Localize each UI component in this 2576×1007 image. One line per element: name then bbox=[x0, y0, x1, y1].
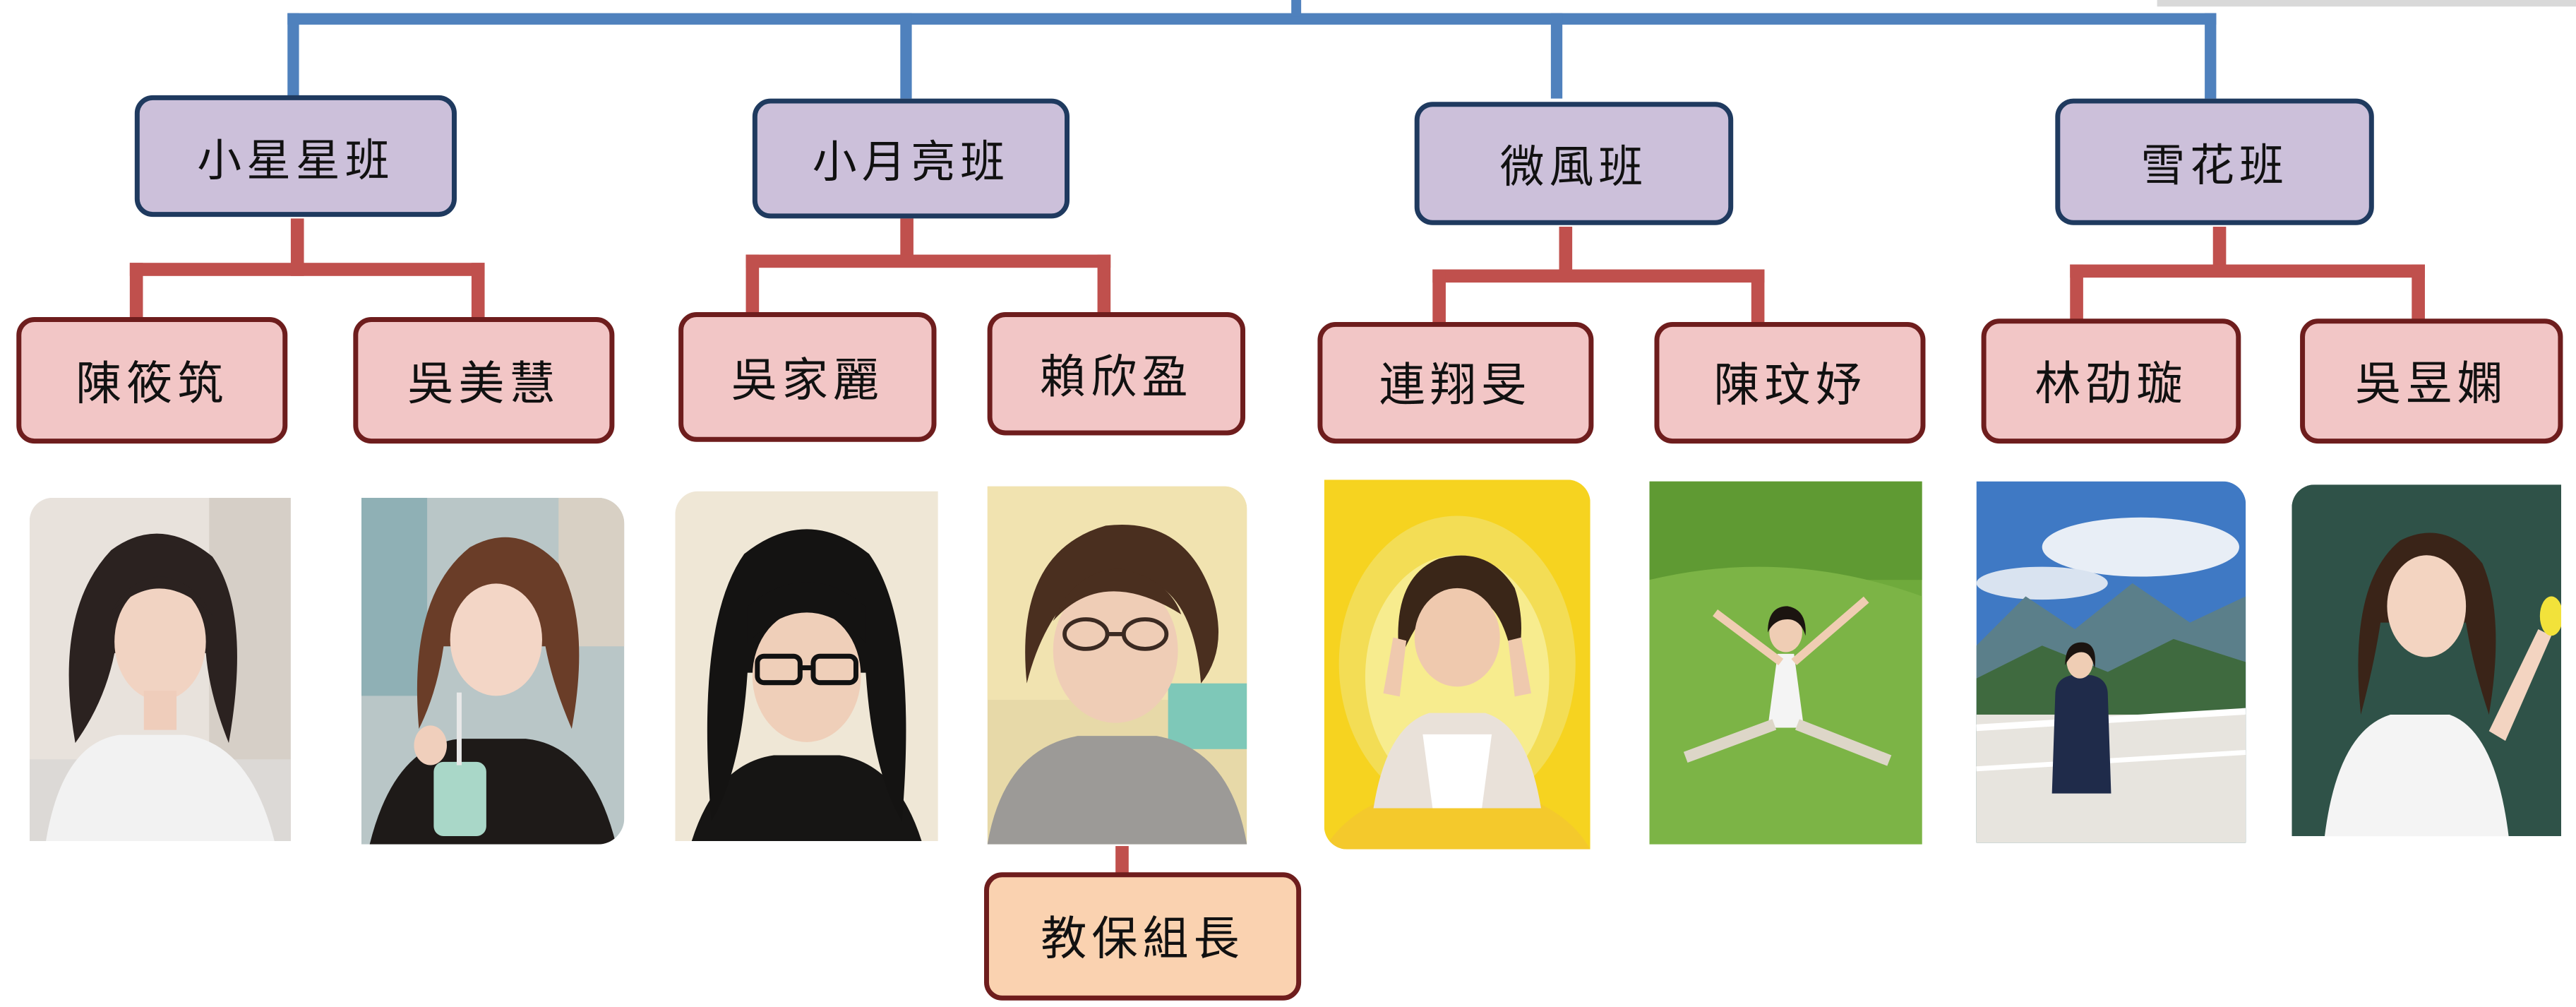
connector-leg-teacher-5 bbox=[1432, 269, 1446, 326]
connector-leg-teacher-6 bbox=[1751, 269, 1765, 326]
teacher-name: 吳昱嫻 bbox=[2355, 356, 2508, 411]
teacher-name: 林劭璇 bbox=[2035, 356, 2188, 411]
root-stub bbox=[1291, 0, 1302, 17]
connector-stem-class-1 bbox=[290, 218, 304, 276]
teacher-name: 陳玟妤 bbox=[1713, 358, 1867, 412]
connector-drop-class-2 bbox=[900, 13, 912, 99]
teacher-box-5: 連翔旻 bbox=[1317, 321, 1594, 444]
connector-bar-class-4 bbox=[2070, 264, 2425, 278]
teacher-photo-3 bbox=[675, 491, 938, 842]
connector-leg-teacher-1 bbox=[129, 263, 143, 321]
teacher-photo-6 bbox=[1649, 481, 1922, 845]
teacher-name: 陳筱筑 bbox=[76, 355, 229, 410]
class-name: 雪花班 bbox=[2140, 141, 2289, 193]
connector-role bbox=[1115, 846, 1129, 876]
teacher-box-1: 陳筱筑 bbox=[16, 316, 288, 444]
teacher-photo-4 bbox=[987, 486, 1247, 845]
teacher-name: 吳家麗 bbox=[731, 352, 885, 407]
connector-leg-teacher-3 bbox=[745, 254, 760, 316]
teacher-name: 賴欣盈 bbox=[1040, 349, 1193, 404]
connector-drop-class-4 bbox=[2205, 13, 2217, 99]
top-connector bbox=[287, 13, 2217, 25]
teacher-photo-7 bbox=[1976, 481, 2246, 843]
connector-bar-class-1 bbox=[129, 263, 485, 276]
teacher-photo-2 bbox=[361, 497, 625, 845]
connector-stem-class-2 bbox=[900, 218, 913, 265]
connector-leg-teacher-4 bbox=[1097, 254, 1111, 316]
class-name: 小月亮班 bbox=[812, 138, 1010, 189]
class-box-little-star: 小星星班 bbox=[134, 95, 457, 218]
class-box-snowflake: 雪花班 bbox=[2055, 98, 2374, 225]
teacher-photo-5 bbox=[1324, 479, 1590, 850]
class-name: 小星星班 bbox=[197, 135, 395, 187]
connector-drop-class-3 bbox=[1550, 13, 1563, 99]
role-label: 教保組長 bbox=[1041, 912, 1245, 966]
teacher-box-3: 吳家麗 bbox=[678, 311, 937, 442]
teacher-box-6: 陳玟妤 bbox=[1654, 321, 1926, 444]
connector-stem-class-4 bbox=[2212, 227, 2227, 276]
connector-bar-class-2 bbox=[745, 254, 1111, 268]
teacher-name: 連翔旻 bbox=[1379, 358, 1533, 412]
connector-leg-teacher-8 bbox=[2412, 264, 2425, 322]
class-box-little-moon: 小月亮班 bbox=[752, 98, 1070, 219]
teacher-box-8: 吳昱嫻 bbox=[2300, 318, 2563, 444]
class-box-breeze: 微風班 bbox=[1414, 102, 1734, 225]
class-name: 微風班 bbox=[1499, 143, 1648, 194]
role-box: 教保組長 bbox=[983, 872, 1302, 1001]
teacher-box-2: 吳美慧 bbox=[353, 316, 615, 444]
connector-leg-teacher-7 bbox=[2070, 264, 2083, 322]
teacher-photo-8 bbox=[2292, 484, 2562, 837]
connector-bar-class-3 bbox=[1432, 269, 1765, 283]
connector-drop-class-1 bbox=[287, 13, 299, 99]
teacher-photo-1 bbox=[29, 497, 291, 842]
teacher-box-7: 林劭璇 bbox=[1981, 318, 2241, 444]
connector-leg-teacher-2 bbox=[471, 263, 485, 321]
connector-stem-class-3 bbox=[1559, 227, 1573, 280]
teacher-box-4: 賴欣盈 bbox=[987, 311, 1246, 436]
teacher-name: 吳美慧 bbox=[407, 355, 561, 410]
slide-edge-patch bbox=[2157, 0, 2576, 7]
